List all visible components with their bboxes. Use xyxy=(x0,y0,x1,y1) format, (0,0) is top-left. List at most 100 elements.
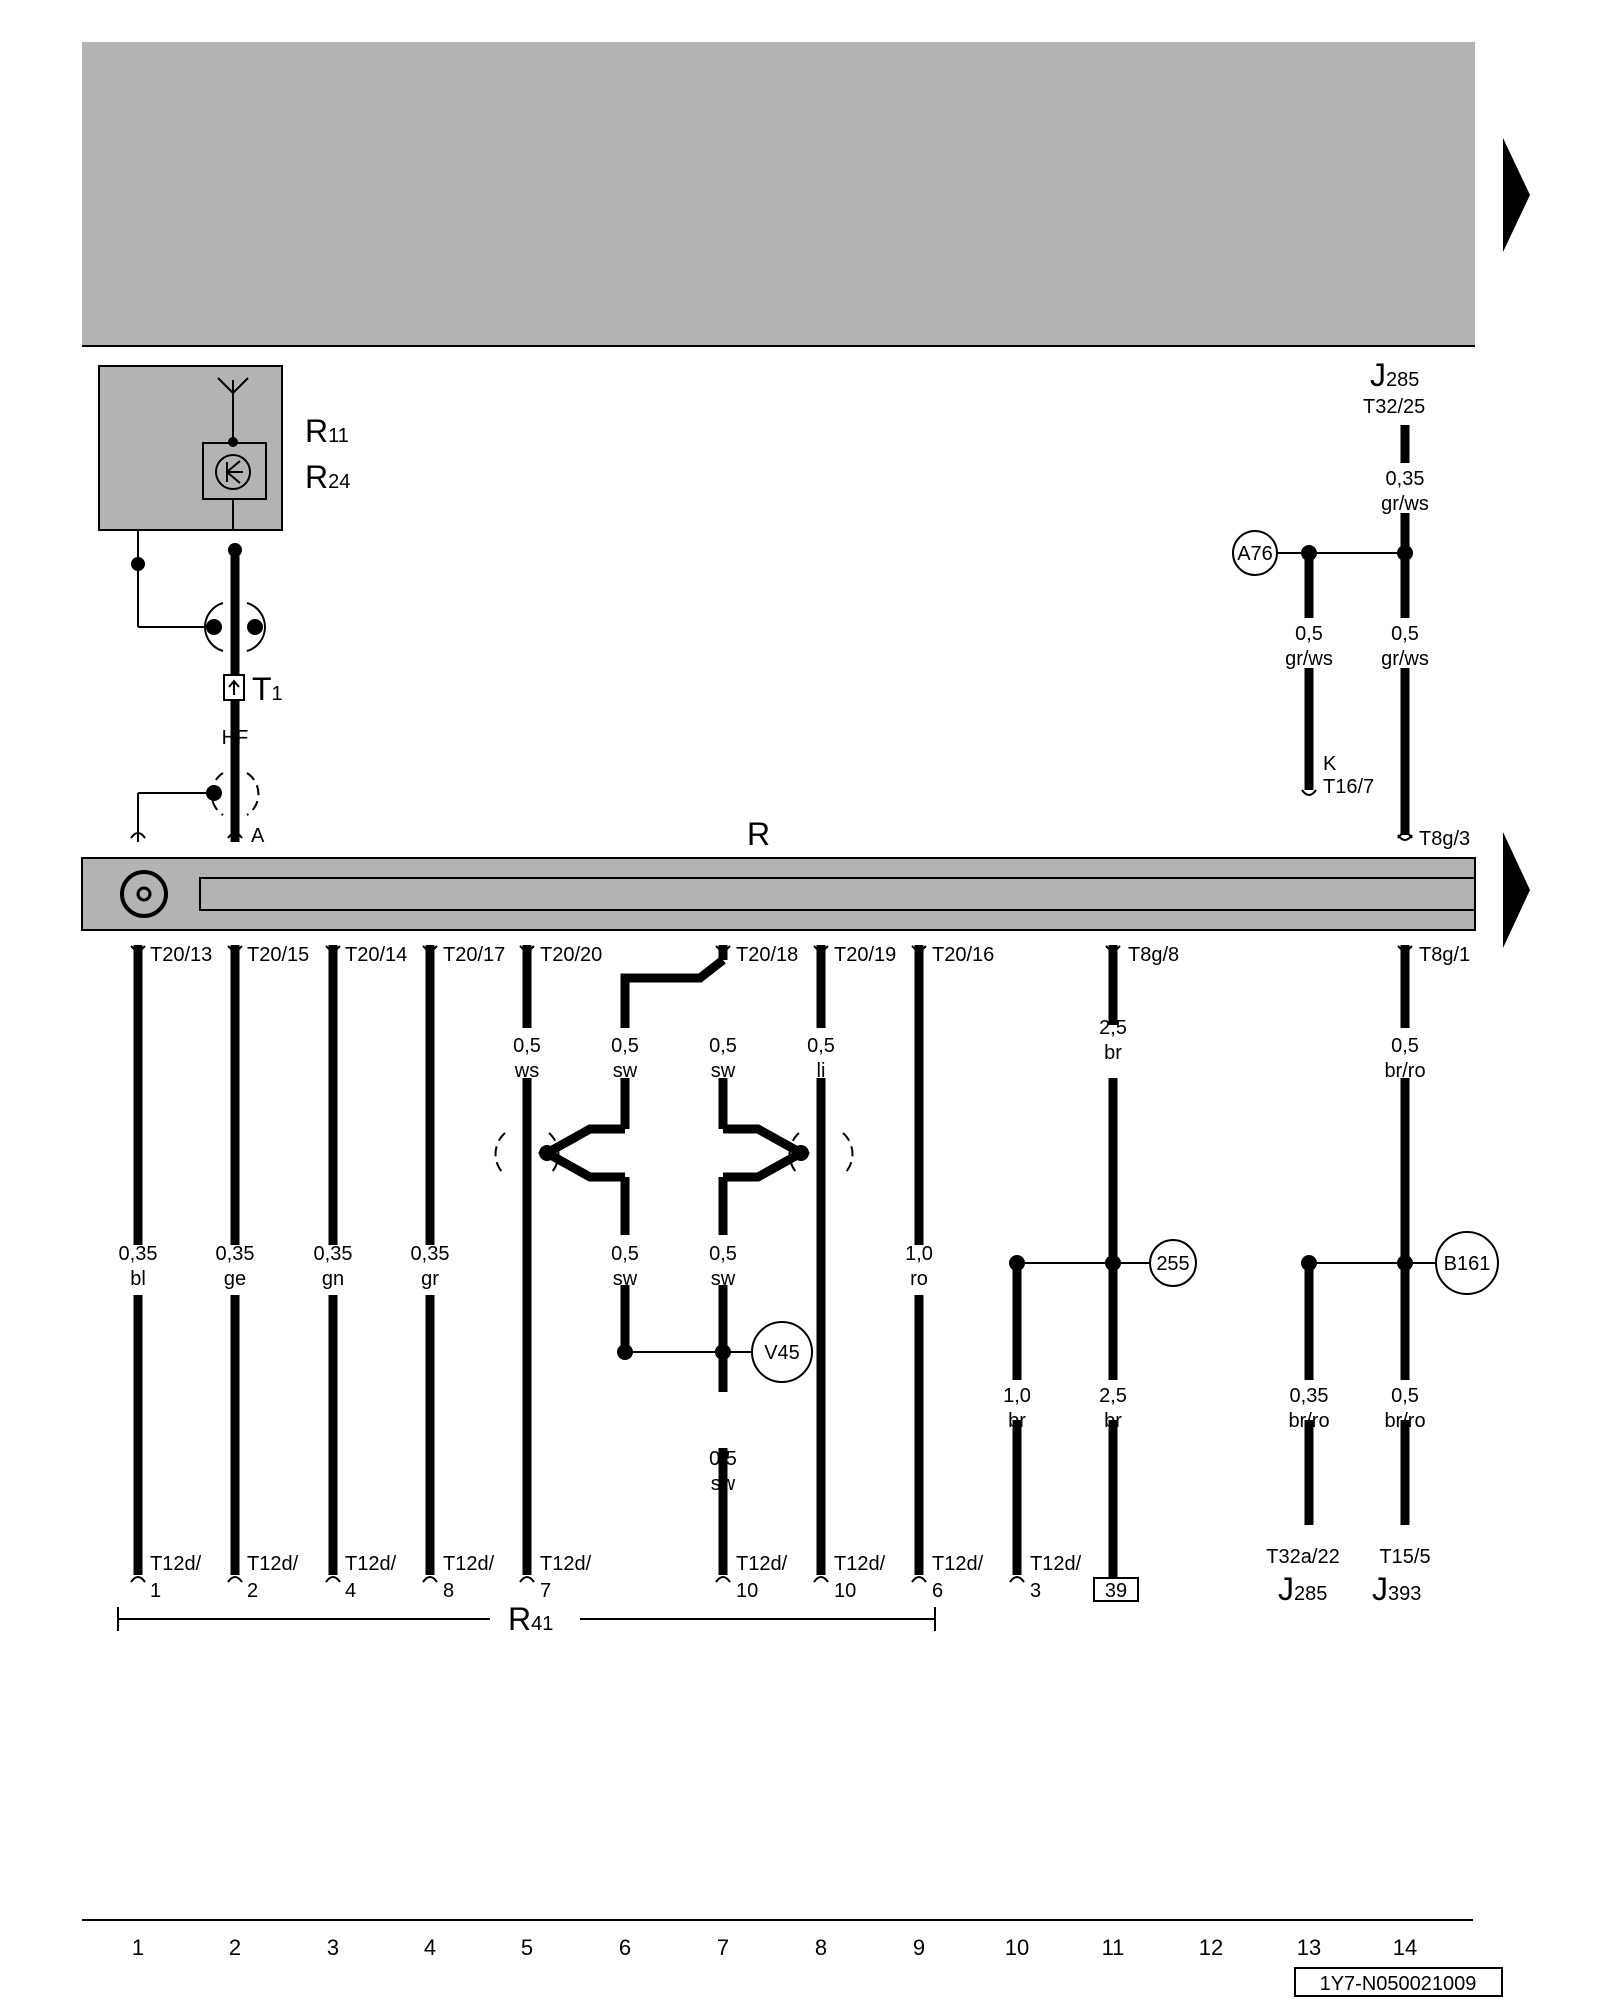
svg-text:10: 10 xyxy=(834,1580,856,1602)
node-a76-label: A76 xyxy=(1237,543,1273,565)
svg-text:T8g/1: T8g/1 xyxy=(1419,944,1470,966)
svg-text:0,5: 0,5 xyxy=(611,1243,639,1265)
svg-text:2,5: 2,5 xyxy=(1099,1017,1127,1039)
svg-text:2: 2 xyxy=(247,1580,258,1602)
svg-text:0,5: 0,5 xyxy=(513,1035,541,1057)
svg-text:T12d/: T12d/ xyxy=(345,1553,397,1575)
svg-text:T12d/: T12d/ xyxy=(1030,1553,1082,1575)
svg-text:4: 4 xyxy=(424,1935,436,1960)
svg-text:9: 9 xyxy=(913,1935,925,1960)
node-v45[interactable] xyxy=(751,1321,813,1383)
label-r11: R11 xyxy=(305,413,349,449)
svg-text:0,5: 0,5 xyxy=(611,1035,639,1057)
svg-text:10: 10 xyxy=(1005,1935,1029,1960)
svg-text:br: br xyxy=(1008,1410,1026,1432)
svg-text:0,5: 0,5 xyxy=(1391,623,1419,645)
header-shade xyxy=(82,42,1475,345)
svg-text:11: 11 xyxy=(1102,1935,1125,1960)
svg-text:br/ro: br/ro xyxy=(1384,1060,1425,1082)
svg-text:0,5: 0,5 xyxy=(807,1035,835,1057)
svg-text:0,5: 0,5 xyxy=(709,1243,737,1265)
label-pin-a: A xyxy=(251,825,265,847)
svg-text:sw: sw xyxy=(711,1060,736,1082)
label-r41: R41 xyxy=(508,1601,553,1637)
svg-text:0,35: 0,35 xyxy=(411,1243,450,1265)
label-j285-top: J285 xyxy=(1370,357,1419,393)
svg-text:gn: gn xyxy=(322,1268,344,1290)
svg-text:0,5: 0,5 xyxy=(1391,1385,1419,1407)
svg-text:2: 2 xyxy=(229,1935,241,1960)
node-255-label: 255 xyxy=(1156,1253,1189,1275)
antenna-cable xyxy=(131,530,266,842)
svg-text:T20/16: T20/16 xyxy=(932,944,994,966)
continue-arrow-icon[interactable] xyxy=(1503,832,1530,948)
svg-text:13: 13 xyxy=(1297,1935,1321,1960)
svg-text:0,35: 0,35 xyxy=(216,1243,255,1265)
svg-text:4: 4 xyxy=(345,1580,356,1602)
label-t1: T1 xyxy=(252,671,283,707)
svg-text:0,5: 0,5 xyxy=(709,1035,737,1057)
connector-marks xyxy=(130,832,1413,1583)
svg-text:8: 8 xyxy=(815,1935,827,1960)
svg-text:14: 14 xyxy=(1393,1935,1417,1960)
svg-text:0,35: 0,35 xyxy=(1386,468,1425,490)
svg-text:0,35: 0,35 xyxy=(1290,1385,1329,1407)
svg-text:sw: sw xyxy=(711,1473,736,1495)
svg-text:br/ro: br/ro xyxy=(1288,1410,1329,1432)
node-255[interactable] xyxy=(1149,1239,1197,1287)
pin-t32a-22: T32a/22 xyxy=(1266,1546,1339,1568)
svg-text:1: 1 xyxy=(132,1935,144,1960)
radio-unit-inner xyxy=(199,877,1476,911)
ref-box-39-label: 39 xyxy=(1105,1580,1127,1602)
svg-text:10: 10 xyxy=(736,1580,758,1602)
svg-text:T20/14: T20/14 xyxy=(345,944,407,966)
svg-text:5: 5 xyxy=(521,1935,533,1960)
column-numbers: 1 2 3 4 5 6 7 8 9 10 11 12 13 14 xyxy=(132,1935,1417,1960)
label-r24: R24 xyxy=(305,459,350,495)
svg-text:T20/15: T20/15 xyxy=(247,944,309,966)
svg-text:6: 6 xyxy=(932,1580,943,1602)
svg-text:T12d/: T12d/ xyxy=(443,1553,495,1575)
node-v45-label: V45 xyxy=(764,1342,800,1364)
svg-text:br: br xyxy=(1104,1042,1122,1064)
svg-text:T20/18: T20/18 xyxy=(736,944,798,966)
label-hf: HF xyxy=(222,727,249,749)
amplifier-icon xyxy=(215,454,251,490)
svg-text:ro: ro xyxy=(910,1268,928,1290)
pin-t32-25: T32/25 xyxy=(1363,396,1425,418)
svg-text:T20/13: T20/13 xyxy=(150,944,212,966)
svg-text:bl: bl xyxy=(130,1268,146,1290)
svg-text:gr/ws: gr/ws xyxy=(1381,648,1429,670)
svg-text:gr: gr xyxy=(421,1268,439,1290)
ref-box-39[interactable] xyxy=(1093,1577,1139,1602)
svg-text:br: br xyxy=(1104,1410,1122,1432)
wire-labels: 0,35 bl 0,35 ge 0,35 gn 0,35 gr 0,5 ws 0… xyxy=(119,468,1429,1495)
svg-text:0,5: 0,5 xyxy=(1295,623,1323,645)
svg-text:T12d/: T12d/ xyxy=(834,1553,886,1575)
svg-text:sw: sw xyxy=(613,1060,638,1082)
svg-text:li: li xyxy=(817,1060,826,1082)
svg-text:1,0: 1,0 xyxy=(1003,1385,1031,1407)
node-a76[interactable] xyxy=(1232,530,1278,576)
bottom-pin-labels: T12d/ 1 T12d/ 2 T12d/ 4 T12d/ 8 T12d/ 7 … xyxy=(150,1553,1082,1602)
next-page-arrow-icon[interactable] xyxy=(1503,138,1530,252)
svg-text:gr/ws: gr/ws xyxy=(1381,493,1429,515)
radio-unit xyxy=(81,857,1476,931)
pin-t16-7: T16/7 xyxy=(1323,776,1374,798)
svg-text:sw: sw xyxy=(613,1268,638,1290)
svg-text:T12d/: T12d/ xyxy=(540,1553,592,1575)
svg-text:sw: sw xyxy=(711,1268,736,1290)
pin-t15-5: T15/5 xyxy=(1379,1546,1430,1568)
svg-text:3: 3 xyxy=(327,1935,339,1960)
svg-text:0,5: 0,5 xyxy=(1391,1035,1419,1057)
svg-text:T12d/: T12d/ xyxy=(150,1553,202,1575)
node-b161[interactable] xyxy=(1435,1231,1499,1295)
svg-text:0,35: 0,35 xyxy=(119,1243,158,1265)
svg-text:12: 12 xyxy=(1199,1935,1223,1960)
pin-t8g-3: T8g/3 xyxy=(1419,828,1470,850)
antenna-socket-icon xyxy=(120,870,168,918)
r41-span xyxy=(117,1607,936,1631)
svg-text:gr/ws: gr/ws xyxy=(1285,648,1333,670)
svg-text:br/ro: br/ro xyxy=(1384,1410,1425,1432)
